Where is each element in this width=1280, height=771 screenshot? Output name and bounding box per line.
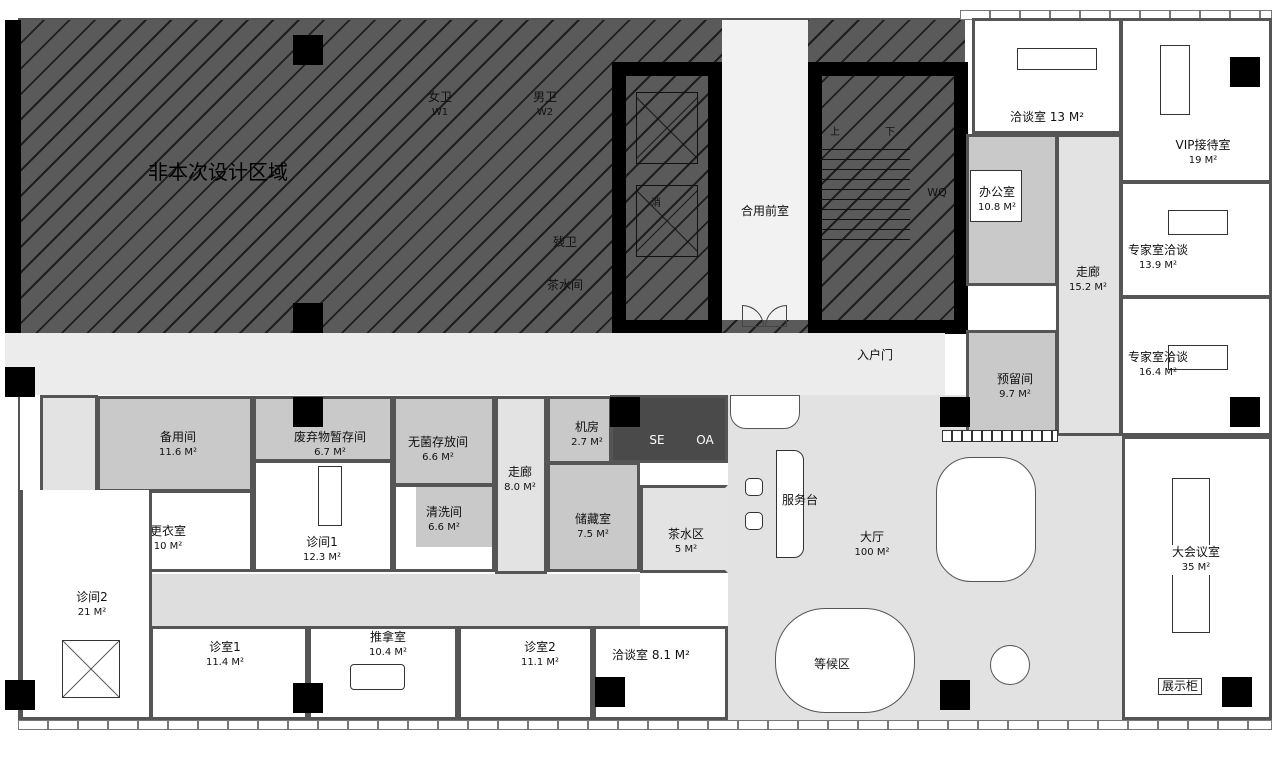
- service-desk: [776, 450, 804, 558]
- room-exam-2: [458, 626, 593, 720]
- cabinet: [942, 430, 1058, 442]
- elevator-1: [636, 92, 698, 164]
- office-desk: [970, 170, 1022, 222]
- column: [293, 683, 323, 713]
- stool: [745, 512, 763, 530]
- vip-table: [1160, 45, 1190, 115]
- column: [293, 397, 323, 427]
- column: [5, 680, 35, 710]
- oa-label: OA: [696, 433, 714, 447]
- pantry-label: 茶水间: [546, 278, 584, 292]
- main-corridor: [5, 333, 945, 395]
- desk: [318, 466, 342, 526]
- expert-desk: [1168, 210, 1228, 235]
- shared-lobby-label: 合用前室: [740, 204, 790, 218]
- column: [1230, 57, 1260, 87]
- shared-lobby: [722, 20, 808, 320]
- entrance-label: 入户门: [856, 348, 894, 362]
- se-label: SE: [649, 433, 665, 447]
- plant-planter: [730, 395, 800, 429]
- stair-up-label: 上: [830, 127, 840, 138]
- waiting-area: [775, 608, 915, 713]
- room-expert-1: [1120, 181, 1272, 298]
- room-storage: [547, 462, 640, 572]
- lounge-sofa-area: [936, 457, 1036, 582]
- display-cabinet-label: 展示柜: [1157, 678, 1203, 695]
- corridor-8: [495, 396, 547, 574]
- column: [940, 680, 970, 710]
- fire-elevator-mark: 消: [651, 198, 661, 209]
- stair-down-label: 下: [885, 127, 895, 138]
- window-strip-bottom: [18, 720, 1272, 730]
- stool: [745, 478, 763, 496]
- fire-elevator: [636, 185, 698, 257]
- round-table: [990, 645, 1030, 685]
- column: [293, 303, 323, 333]
- stair-core-wall: [808, 62, 968, 334]
- room-label: 洽谈室 8.1 M²: [612, 648, 690, 662]
- vestibule: [40, 395, 98, 493]
- column: [610, 397, 640, 427]
- column: [595, 677, 625, 707]
- column: [5, 367, 35, 397]
- column: [1230, 397, 1260, 427]
- expert-desk: [1168, 345, 1228, 370]
- room-vip: [1120, 18, 1272, 183]
- equipment-box: [62, 640, 120, 698]
- tea-area: [640, 485, 728, 573]
- clinic-corridor: [150, 574, 640, 626]
- wash-area: [416, 487, 492, 547]
- room-label: 洽谈室 13 M²: [1009, 110, 1085, 124]
- massage-bed: [350, 664, 405, 690]
- column: [1222, 677, 1252, 707]
- left-wall: [5, 20, 21, 333]
- room-waste: [253, 396, 393, 462]
- accessible-wc-label: 残卫: [552, 235, 578, 249]
- column: [940, 397, 970, 427]
- service-desk-label: 服务台: [781, 493, 819, 507]
- room-exam-1: [150, 626, 308, 720]
- elevator-core-wall: [612, 62, 722, 334]
- waiting-area-label: 等候区: [813, 657, 851, 671]
- staircase: [820, 140, 910, 240]
- meeting-table: [1017, 48, 1097, 70]
- wq-label: WQ: [927, 186, 947, 199]
- non-design-label: 非本次设计区域: [148, 160, 288, 184]
- column: [293, 35, 323, 65]
